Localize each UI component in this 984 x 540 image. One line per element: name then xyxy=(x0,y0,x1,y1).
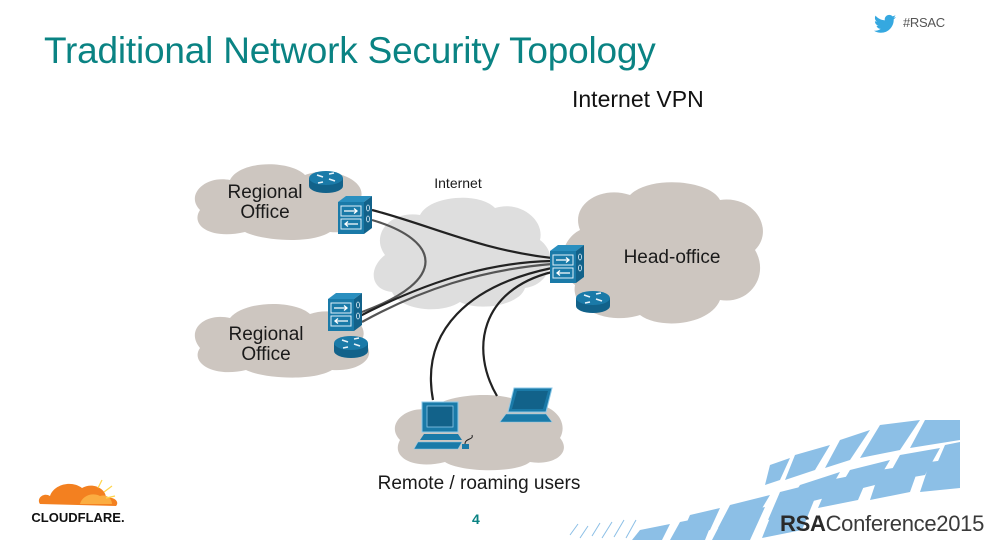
firewall-icon xyxy=(337,195,373,235)
internet-label: Internet xyxy=(434,175,482,191)
slide-title: Traditional Network Security Topology xyxy=(44,30,656,71)
link-laptop-ho xyxy=(482,270,553,397)
vpn-links xyxy=(359,208,553,401)
hashtag: #RSAC xyxy=(903,15,945,30)
head-office-cloud xyxy=(562,182,763,324)
cloudflare-logo: CLOUDFLARE. xyxy=(31,479,125,525)
desktop-computer-icon xyxy=(413,401,473,450)
remote-users-label: Remote / roaming users xyxy=(378,473,581,494)
regional-office-2-cloud xyxy=(194,303,370,378)
router-icon xyxy=(333,335,369,359)
link-ro1-ro2 xyxy=(361,218,427,314)
rsa-wordmark: RSA xyxy=(780,511,826,536)
slide-subtitle: Internet VPN xyxy=(572,86,704,112)
firewall-icon xyxy=(327,292,363,332)
footer-diamond-pattern xyxy=(569,420,960,540)
link-desktop-ho xyxy=(429,266,553,401)
rsa-conference-logo: RSAConference2015 xyxy=(780,511,984,537)
firewall-icon xyxy=(549,244,585,284)
router-icon xyxy=(575,290,611,314)
regional-office-2-label-line2: Office xyxy=(241,344,290,365)
link-ro2-ho xyxy=(361,262,553,323)
head-office-label: Head-office xyxy=(624,247,721,268)
regional-office-1-label-line1: Regional xyxy=(228,182,303,203)
page-number: 4 xyxy=(472,511,480,527)
regional-office-1-label-line2: Office xyxy=(240,202,289,223)
regional-office-2-label-line1: Regional xyxy=(229,324,304,345)
laptop-icon xyxy=(499,387,553,423)
cloudflare-wordmark: CLOUDFLARE. xyxy=(31,510,124,525)
conference-year: Conference2015 xyxy=(825,511,984,536)
twitter-bird-icon xyxy=(874,14,896,33)
link-ro1-ho xyxy=(371,208,553,260)
link-ro2-ho-b xyxy=(359,259,553,317)
network-topology-diagram: Regional Office Regional Office Internet… xyxy=(194,164,763,494)
router-icon xyxy=(308,170,344,194)
